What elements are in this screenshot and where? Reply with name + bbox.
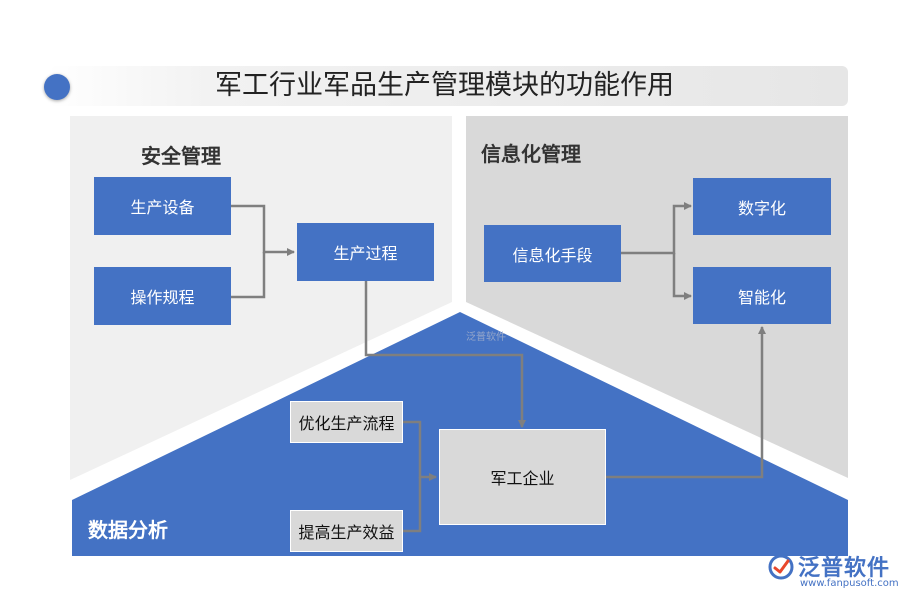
fanpu-logo-icon <box>768 554 794 580</box>
logo-name: 泛普软件 <box>798 556 891 581</box>
page-title: 军工行业军品生产管理模块的功能作用 <box>215 70 674 101</box>
box-military-enterprise: 军工企业 <box>439 429 606 525</box>
box-intelligence: 智能化 <box>693 267 831 324</box>
box-digitalization: 数字化 <box>693 178 831 235</box>
connector-enterprise-smart <box>606 326 766 479</box>
box-operating-procedures: 操作规程 <box>94 267 231 325</box>
box-info-means: 信息化手段 <box>484 225 621 282</box>
connector-procedures <box>230 252 266 299</box>
connector-optimize <box>402 420 437 481</box>
connector-process-enterprise <box>364 281 526 428</box>
section-label-info: 信息化管理 <box>481 142 581 166</box>
logo-url: www.fanpusoft.com <box>800 578 899 589</box>
watermark: 泛普软件 <box>466 332 506 343</box>
connector-equipment <box>230 204 295 256</box>
section-label-data: 数据分析 <box>88 518 168 542</box>
title-bar <box>48 66 848 106</box>
connector-info-digital <box>620 202 692 255</box>
connector-improve <box>402 477 422 533</box>
box-optimize-flow: 优化生产流程 <box>290 401 403 443</box>
box-improve-efficiency: 提高生产效益 <box>290 510 403 552</box>
box-production-equipment: 生产设备 <box>94 177 231 235</box>
section-label-safety: 安全管理 <box>141 144 221 168</box>
connector-info-smart <box>672 253 692 300</box>
title-bullet-icon <box>44 74 70 100</box>
box-production-process: 生产过程 <box>297 223 434 281</box>
